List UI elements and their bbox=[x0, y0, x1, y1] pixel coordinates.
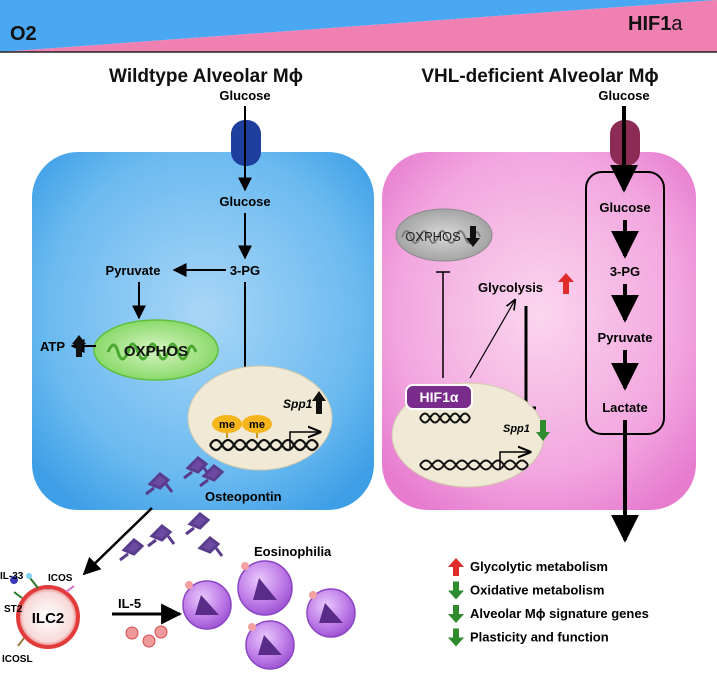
right-pyruvate: Pyruvate bbox=[598, 330, 653, 345]
down-arrow-icon bbox=[448, 628, 464, 647]
right-3pg: 3-PG bbox=[610, 264, 640, 279]
methyl-tag-1 bbox=[212, 415, 242, 433]
spp1-up-arrow bbox=[312, 391, 326, 414]
methyl-label-1: me bbox=[219, 419, 235, 431]
oxphos-vhl-label: OXPHOS bbox=[405, 229, 461, 244]
spp1-down-arrow bbox=[536, 420, 550, 441]
up-arrow-icon bbox=[448, 558, 464, 576]
mitochondrion-vhl: OXPHOS bbox=[395, 208, 493, 262]
glycolysis-label: Glycolysis bbox=[478, 280, 543, 295]
hif1a-label: HIF1α bbox=[420, 389, 459, 405]
ilc2-cell: ILC2 bbox=[16, 585, 80, 649]
atp-label: ATP bbox=[40, 339, 65, 354]
wildtype-title: Wildtype Alveolar Mϕ bbox=[109, 66, 303, 87]
vhl-title: VHL-deficient Alveolar Mϕ bbox=[421, 66, 658, 87]
icos-label: ICOS bbox=[48, 573, 73, 584]
left-3pg: 3-PG bbox=[230, 263, 260, 278]
st2-label: ST2 bbox=[4, 604, 23, 615]
right-glucose-inside: Glucose bbox=[599, 200, 650, 215]
hif-label: HIF1 bbox=[628, 13, 671, 35]
legend-item-label: Alveolar Mϕ signature genes bbox=[470, 606, 649, 621]
icosl-label: ICOSL bbox=[2, 654, 33, 665]
hif1a-badge: HIF1α bbox=[405, 384, 473, 410]
glycolysis-up-arrow bbox=[558, 273, 574, 294]
atp-up-arrow bbox=[72, 335, 86, 357]
ilc2-label: ILC2 bbox=[32, 610, 65, 627]
methyl-tag-2 bbox=[242, 415, 272, 433]
osteopontin-molecules bbox=[119, 456, 225, 562]
receptors bbox=[10, 573, 75, 647]
legend-item-label: Oxidative metabolism bbox=[470, 583, 604, 598]
methyl-label-2: me bbox=[249, 419, 265, 431]
left-pyruvate: Pyruvate bbox=[106, 263, 161, 278]
nucleus-wildtype: Spp1 me me bbox=[187, 365, 333, 471]
eosinophilia-label: Eosinophilia bbox=[254, 544, 332, 559]
dna-helix-wt bbox=[209, 438, 319, 452]
right-lactate: Lactate bbox=[602, 400, 648, 415]
oxygen-hif-gradient-bar: O2 HIF1a bbox=[0, 0, 717, 53]
left-glucose-outside: Glucose bbox=[219, 88, 270, 103]
down-arrow-icon bbox=[448, 581, 464, 600]
hif-label-alpha: a bbox=[671, 13, 683, 35]
legend-item-label: Plasticity and function bbox=[470, 630, 609, 645]
left-glucose-inside: Glucose bbox=[219, 194, 270, 209]
svg-text:HIF1a: HIF1a bbox=[628, 13, 683, 35]
legend-item-label: Glycolytic metabolism bbox=[470, 559, 608, 574]
il33-label: IL-33 bbox=[0, 571, 24, 582]
oxphos-down-arrow bbox=[466, 226, 480, 247]
spp1-wt-label: Spp1 bbox=[283, 397, 313, 411]
osteopontin-label: Osteopontin bbox=[205, 489, 282, 504]
o2-label: O2 bbox=[10, 23, 37, 45]
spp1-vhl-label: Spp1 bbox=[503, 423, 530, 435]
il5-molecules bbox=[125, 625, 168, 648]
il5-label: IL-5 bbox=[118, 596, 141, 611]
down-arrow-icon bbox=[448, 605, 464, 623]
mitochondrion-wildtype: OXPHOS bbox=[93, 319, 219, 381]
eosinophils bbox=[182, 560, 356, 670]
right-glucose-outside: Glucose bbox=[598, 88, 649, 103]
oxphos-wt-label: OXPHOS bbox=[124, 343, 188, 360]
